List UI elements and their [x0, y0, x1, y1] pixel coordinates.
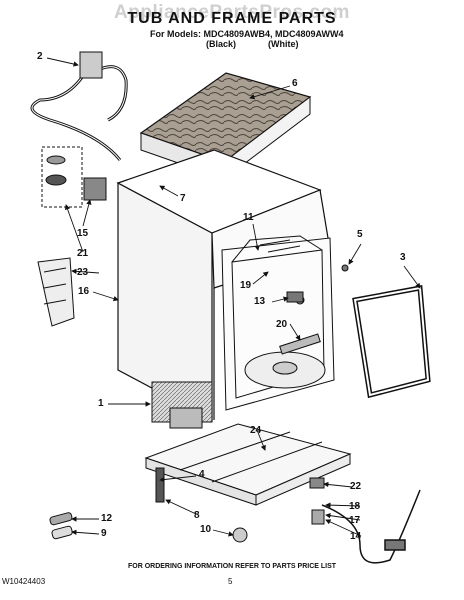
clip-part — [309, 477, 325, 489]
power-cord — [321, 489, 421, 564]
callout-8: 8 — [194, 510, 200, 521]
variant-black: (Black) — [206, 39, 237, 49]
page-number: 5 — [228, 577, 233, 586]
callout-14: 14 — [350, 531, 362, 542]
callout-21: 21 — [77, 248, 89, 259]
ordering-note: FOR ORDERING INFORMATION REFER TO PARTS … — [127, 563, 337, 570]
callout-7: 7 — [180, 193, 186, 204]
callout-19: 19 — [240, 280, 252, 291]
wheel-part — [232, 527, 248, 543]
callout-16: 16 — [78, 286, 90, 297]
models-line: For Models: MDC4809AWB4, MDC4809AWW4 — [150, 29, 344, 39]
callout-18: 18 — [349, 501, 361, 512]
vent-parts-box — [41, 146, 107, 208]
foot-part — [49, 512, 73, 526]
callout-4: 4 — [199, 469, 205, 480]
watermark: AppliancePartsPros.com — [114, 2, 350, 23]
callout-15: 15 — [77, 228, 89, 239]
callout-23: 23 — [77, 267, 89, 278]
callout-12: 12 — [101, 513, 113, 524]
base-frame — [144, 423, 352, 506]
pump-motor — [151, 381, 213, 429]
junction-box-part — [311, 509, 325, 525]
callout-20: 20 — [276, 319, 288, 330]
side-bracket — [37, 257, 75, 327]
tub-assembly — [221, 235, 335, 411]
door-gasket — [352, 285, 431, 399]
callout-6: 6 — [292, 78, 298, 89]
callout-13: 13 — [254, 296, 266, 307]
screw-part — [341, 264, 349, 272]
inlet-hose — [30, 51, 128, 161]
callout-24: 24 — [250, 425, 262, 436]
callout-10: 10 — [200, 524, 212, 535]
callout-9: 9 — [101, 528, 107, 539]
callout-17: 17 — [349, 515, 361, 526]
callout-3: 3 — [400, 252, 406, 263]
variant-white: (White) — [268, 39, 299, 49]
callout-1: 1 — [98, 398, 104, 409]
page-title: TUB AND FRAME PARTS — [127, 10, 337, 27]
callout-5: 5 — [357, 229, 363, 240]
callout-11: 11 — [243, 212, 254, 223]
foot-cap-part — [51, 525, 73, 540]
leveling-rail-part — [155, 467, 165, 503]
tub-bracket-part — [286, 291, 304, 303]
callout-22: 22 — [350, 481, 362, 492]
document-number: W10424403 — [2, 577, 46, 586]
callout-2: 2 — [37, 51, 43, 62]
leader-lines — [46, 57, 421, 537]
